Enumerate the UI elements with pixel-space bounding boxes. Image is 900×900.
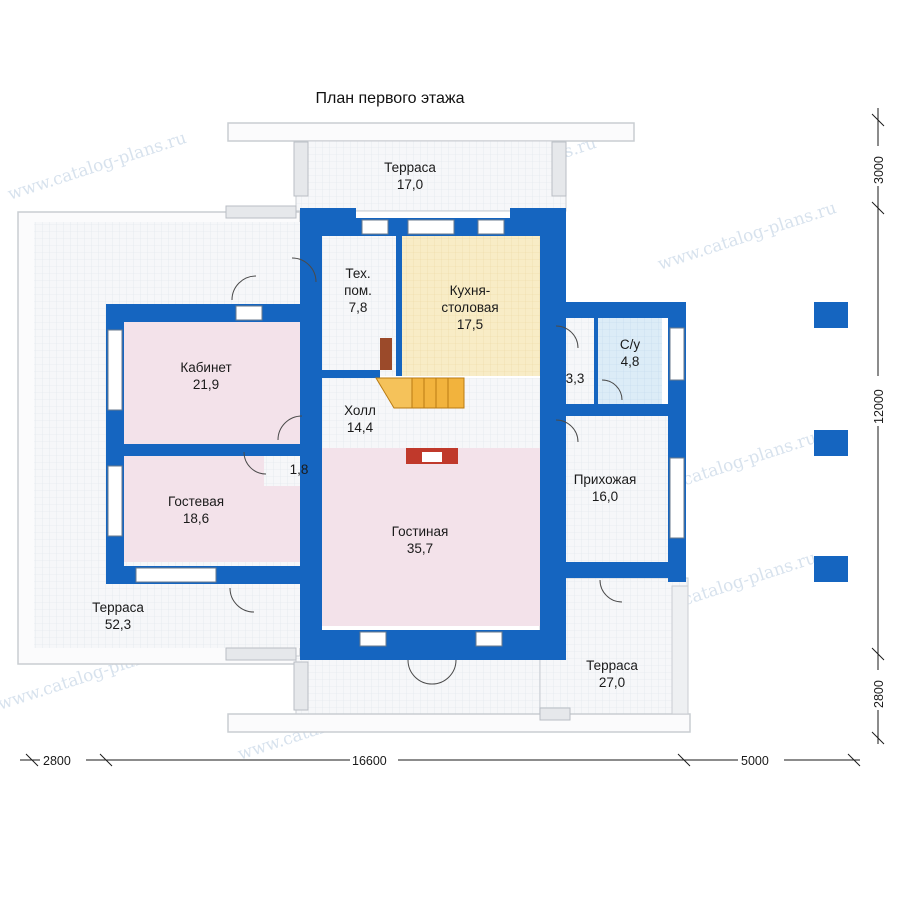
- wall-marker: [814, 302, 848, 328]
- tech-name-1: Тех.: [345, 266, 370, 281]
- door-swing: [431, 659, 457, 685]
- window: [107, 329, 123, 411]
- window: [359, 631, 387, 647]
- dimension-bottom: [20, 753, 861, 767]
- entry-floor: [552, 416, 668, 562]
- window: [407, 219, 455, 235]
- terrace-top-floor: [295, 140, 567, 212]
- terrace-left-area: 52,3: [105, 617, 131, 632]
- wc-name: С/у: [620, 337, 641, 352]
- door-swing: [229, 587, 255, 613]
- windows: [107, 219, 685, 647]
- window: [107, 465, 123, 537]
- wall-marker: [814, 556, 848, 582]
- window: [475, 631, 503, 647]
- svg-text:www.catalog-plans.ru: www.catalog-plans.ru: [655, 198, 839, 275]
- rail-segment: [539, 707, 571, 721]
- window: [669, 457, 685, 539]
- wc-area: 4,8: [621, 354, 640, 369]
- window: [361, 219, 389, 235]
- window: [477, 219, 505, 235]
- door-swing: [243, 451, 267, 475]
- door-swing: [601, 379, 623, 401]
- guest-name: Гостевая: [168, 494, 224, 509]
- cabinet-name: Кабинет: [180, 360, 231, 375]
- cabinet-floor: [124, 322, 312, 444]
- cabinet-area: 21,9: [193, 377, 219, 392]
- door-swing: [555, 419, 579, 443]
- wall-marker: [814, 430, 848, 456]
- column: [293, 661, 309, 711]
- doors: [229, 257, 623, 685]
- window: [669, 327, 685, 381]
- dim-bottom-1: 2800: [43, 754, 71, 768]
- dim-right-2: 12000: [872, 389, 886, 424]
- entry-area: 16,0: [592, 489, 618, 504]
- hall-name: Холл: [344, 403, 376, 418]
- terrace-right-area: 27,0: [599, 675, 625, 690]
- door-swing: [231, 275, 257, 301]
- living-area: 35,7: [407, 541, 433, 556]
- rail-segment: [225, 647, 297, 661]
- living-name: Гостиная: [392, 524, 449, 539]
- door-swing: [407, 659, 433, 685]
- living-floor: [322, 444, 542, 626]
- terrace-bottom-cap: [227, 713, 691, 733]
- small-room-area: 1,8: [290, 462, 309, 477]
- rail-segment: [225, 205, 297, 219]
- terrace-right-rail: [671, 585, 689, 715]
- terrace-top-cap: [227, 122, 635, 142]
- kitchen-area: 17,5: [457, 317, 483, 332]
- kitchen-name-2: столовая: [441, 300, 498, 315]
- hall-area: 14,4: [347, 420, 374, 435]
- guest-area: 18,6: [183, 511, 209, 526]
- room-floors: [124, 236, 668, 626]
- kitchen-floor: [400, 236, 542, 376]
- terrace-bottom-floor: [295, 655, 567, 715]
- closet-area: 3,3: [566, 371, 585, 386]
- entry-name: Прихожая: [574, 472, 637, 487]
- dim-bottom-3: 5000: [741, 754, 769, 768]
- fireplace: [406, 448, 458, 464]
- room-labels: Терраса 17,0 Тех. пом. 7,8 Кухня- столов…: [92, 160, 640, 690]
- tech-name-2: пом.: [344, 283, 372, 298]
- wc-floor: [598, 318, 662, 404]
- window: [235, 305, 263, 321]
- column: [551, 141, 567, 197]
- terrace-right-name: Терраса: [586, 658, 638, 673]
- dim-right-1: 3000: [872, 156, 886, 184]
- legend-markers: [814, 302, 848, 582]
- tech-area: 7,8: [349, 300, 368, 315]
- plan-title: План первого этажа: [316, 90, 465, 107]
- dim-bottom-2: 16600: [352, 754, 387, 768]
- terrace-left-name: Терраса: [92, 600, 144, 615]
- door-swing: [555, 325, 579, 349]
- terrace-top-area: 17,0: [397, 177, 423, 192]
- terrace-top-name: Терраса: [384, 160, 436, 175]
- door-swing: [599, 579, 623, 603]
- kitchen-name-1: Кухня-: [450, 283, 491, 298]
- svg-text:www.catalog-plans.ru: www.catalog-plans.ru: [5, 128, 189, 205]
- door-swing: [291, 257, 317, 283]
- window: [135, 567, 217, 583]
- dim-right-3: 2800: [872, 680, 886, 708]
- staircase: [375, 338, 465, 409]
- door-swing: [277, 415, 303, 441]
- column: [293, 141, 309, 197]
